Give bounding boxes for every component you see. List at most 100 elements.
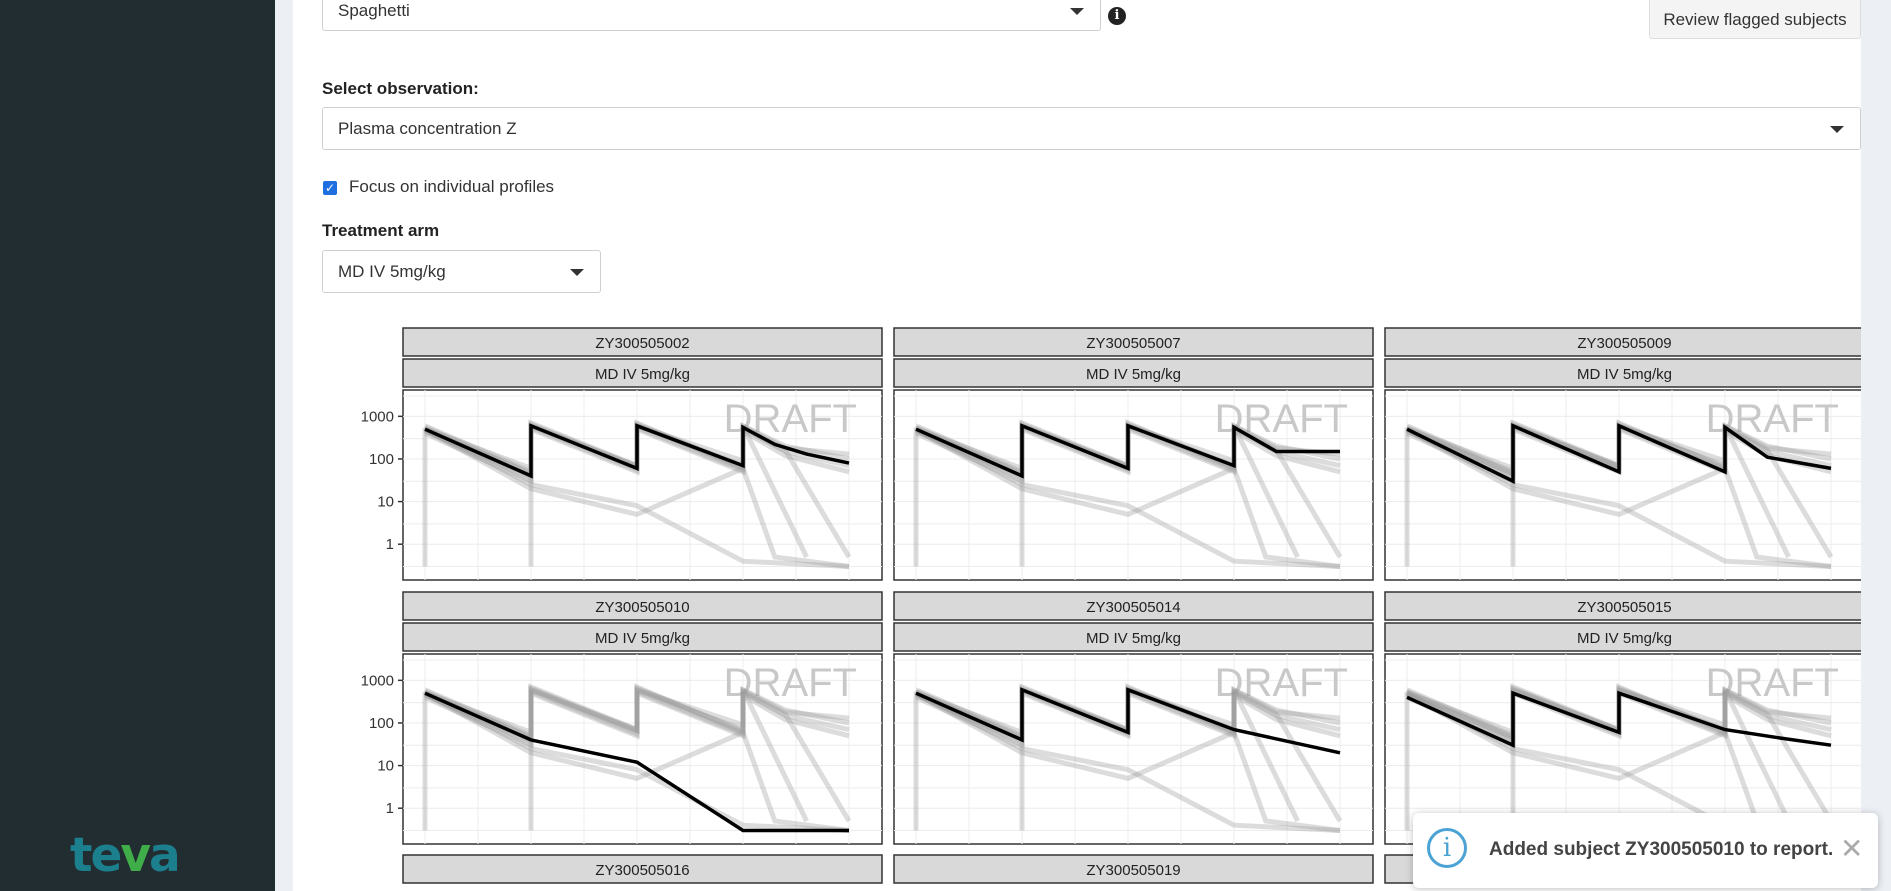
- draft-watermark: DRAFT: [724, 661, 857, 705]
- facet-plot-area: [1384, 389, 1861, 581]
- review-flagged-subjects-button[interactable]: Review flagged subjects: [1649, 0, 1861, 39]
- facet-subject-label: ZY300505010: [595, 599, 689, 616]
- facet-arm-label: MD IV 5mg/kg: [595, 630, 690, 647]
- facet-strip-subject: [893, 591, 1374, 621]
- facet-arm-label: MD IV 5mg/kg: [1086, 630, 1181, 647]
- notification-toast: i Added subject ZY300505010 to report. ✕: [1413, 813, 1878, 888]
- facet-strip-subject: [1384, 327, 1861, 357]
- dataset-select-value: Spaghetti: [338, 1, 410, 20]
- facet-arm-label: MD IV 5mg/kg: [595, 366, 690, 383]
- background-profile-line: [423, 691, 850, 833]
- facet-strip-subject: [402, 327, 883, 357]
- y-tick-label: 10: [377, 494, 394, 511]
- subject-profile-line: [1406, 690, 1832, 748]
- focus-checkbox[interactable]: ✓: [323, 181, 337, 195]
- facet-strip-arm: [402, 358, 883, 388]
- dataset-select[interactable]: Spaghetti: [322, 0, 1101, 31]
- facet-strip-arm: [893, 358, 1374, 388]
- background-profile-line: [914, 691, 1341, 833]
- treatment-arm-select-value: MD IV 5mg/kg: [338, 262, 446, 281]
- background-profile-line: [424, 683, 850, 740]
- facet-arm-label: MD IV 5mg/kg: [1577, 366, 1672, 383]
- chevron-down-icon: [1070, 8, 1084, 15]
- content-panel: Spaghetti i Review flagged subjects Sele…: [293, 0, 1861, 891]
- facet-panel: ZY300505016: [402, 854, 883, 884]
- observation-select-value: Plasma concentration Z: [338, 119, 517, 138]
- facet-strip-subject: [402, 591, 883, 621]
- treatment-arm-label: Treatment arm: [322, 221, 440, 240]
- draft-watermark: DRAFT: [724, 397, 857, 441]
- y-tick-label: 10: [377, 758, 394, 775]
- chevron-down-icon: [1830, 126, 1844, 133]
- background-profile-line: [424, 686, 852, 823]
- info-icon: i: [1427, 828, 1467, 868]
- subject-profile-line: [1406, 423, 1832, 485]
- facet-plot-area: [893, 389, 1374, 581]
- focus-checkbox-label: Focus on individual profiles: [349, 177, 555, 196]
- main-content: Spaghetti i Review flagged subjects Sele…: [275, 0, 1891, 891]
- y-tick-label: 1000: [361, 408, 394, 425]
- facet-arm-label: MD IV 5mg/kg: [1577, 630, 1672, 647]
- facet-plot-area: [1384, 653, 1861, 845]
- background-profile-line: [914, 426, 1341, 569]
- facet-subject-label: ZY300505014: [1086, 599, 1180, 616]
- background-profile-line: [423, 427, 850, 569]
- draft-watermark: DRAFT: [1706, 661, 1839, 705]
- treatment-arm-select[interactable]: MD IV 5mg/kg: [322, 250, 601, 293]
- subject-profile-line: [915, 687, 1341, 755]
- observation-label: Select observation:: [322, 79, 479, 98]
- facet-panel: ZY300505019: [893, 854, 1374, 884]
- toast-message: Added subject ZY300505010 to report.: [1489, 839, 1834, 860]
- subject-profile-line: [424, 691, 849, 833]
- facet-subject-label: ZY300505016: [595, 862, 689, 879]
- chevron-down-icon: [570, 269, 584, 276]
- facet-strip-arm: [1384, 622, 1861, 652]
- facet-plot-area: [402, 389, 883, 581]
- draft-watermark: DRAFT: [1215, 397, 1348, 441]
- facet-strip-subject: [893, 854, 1374, 884]
- facet-strip-subject: [402, 854, 883, 884]
- facet-strip-arm: [893, 622, 1374, 652]
- facet-strip-subject: [1384, 591, 1861, 621]
- draft-watermark: DRAFT: [1215, 661, 1348, 705]
- background-profile-line: [423, 687, 850, 747]
- background-profile-line: [423, 689, 850, 750]
- close-icon[interactable]: ✕: [1840, 833, 1864, 864]
- facet-strip-arm: [402, 622, 883, 652]
- facet-arm-label: MD IV 5mg/kg: [1086, 366, 1181, 383]
- background-profile-line: [423, 690, 850, 833]
- info-circle-icon[interactable]: i: [1108, 7, 1126, 25]
- background-profile-line: [423, 684, 850, 742]
- facet-subject-label: ZY300505002: [595, 335, 689, 352]
- background-profile-line: [1405, 426, 1832, 569]
- facet-strip-arm: [1384, 358, 1861, 388]
- sidebar: teva: [0, 0, 275, 891]
- background-profile-line: [914, 690, 1341, 833]
- y-tick-label: 1: [386, 800, 394, 817]
- background-profile-line: [423, 426, 850, 569]
- draft-watermark: DRAFT: [1706, 397, 1839, 441]
- facet-subject-label: ZY300505009: [1577, 335, 1671, 352]
- subject-profile-line: [424, 423, 850, 479]
- facet-plot-area: [402, 653, 883, 845]
- facet-plot-area: [893, 653, 1374, 845]
- facet-subject-label: ZY300505019: [1086, 862, 1180, 879]
- observation-select[interactable]: Plasma concentration Z: [322, 107, 1861, 150]
- facet-subject-label: ZY300505007: [1086, 335, 1180, 352]
- facet-subject-label: ZY300505015: [1577, 599, 1671, 616]
- background-profile-line: [914, 427, 1341, 569]
- background-profile-line: [1404, 691, 1516, 831]
- subject-profile-line: [915, 423, 1340, 479]
- y-tick-label: 100: [369, 451, 394, 468]
- background-profile-line: [424, 686, 809, 823]
- background-profile-line: [1405, 427, 1832, 569]
- teva-logo: teva: [70, 828, 181, 883]
- y-tick-label: 1: [386, 536, 394, 553]
